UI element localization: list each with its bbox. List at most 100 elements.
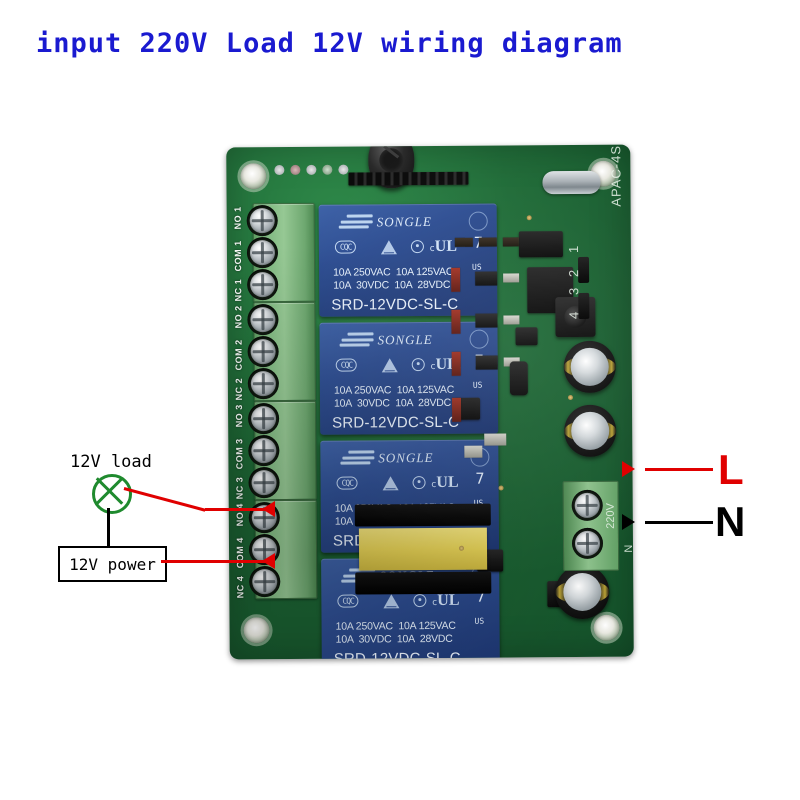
screw-terminal-nc2[interactable] [247, 368, 279, 400]
screw-terminal-com1[interactable] [246, 237, 279, 269]
smd-resistor-1 [454, 237, 473, 247]
terminal-label-com3: COM 3 [234, 438, 245, 470]
ul-mark-icon-3: cUL [412, 474, 459, 492]
terminal-label-no3: NO 3 [234, 404, 245, 428]
wire-power-to-com4 [161, 560, 273, 563]
relay-certs-4: CQC cUL [337, 592, 489, 617]
screw-terminal-com2[interactable] [247, 336, 279, 368]
neutral-label: N [715, 498, 746, 545]
ul-mark-icon-1: cUL [410, 238, 457, 256]
relay-brand-2: SONGLE [377, 331, 433, 348]
screw-terminal-no2[interactable] [247, 304, 279, 336]
jumper-label-3: 3 [565, 287, 582, 296]
relay-dot-icon-1 [468, 211, 488, 231]
relay-partnumber-2: SRD-12VDC-SL-C [332, 413, 460, 432]
screw-terminal-strip: NO 1 COM 1 NC 1 NO 2 COM 2 NC 2 NO 3 COM… [232, 202, 318, 600]
relay-board: APAC-4S NO 1 COM 1 NC 1 NO 2 COM 2 NC 2 … [226, 144, 634, 660]
relay-rating-line1-4: 10A 250VAC 10A 125VAC [335, 619, 456, 633]
transistor-3 [475, 355, 498, 370]
jumper-label-4: 4 [566, 311, 582, 320]
terminal-label-nc4: NC 4 [235, 575, 246, 599]
cqc-mark-icon-4: CQC [337, 594, 359, 608]
electrolytic-capacitor-2 [564, 404, 617, 458]
via-pad-1 [526, 215, 532, 221]
cqc-mark-icon-1: CQC [334, 240, 357, 254]
page-title: input 220V Load 12V wiring diagram [36, 28, 623, 59]
terminal-label-nc2: NC 2 [233, 377, 244, 401]
smd-cap-4 [484, 433, 507, 446]
terminal-label-nc1: NC 1 [233, 278, 244, 302]
jumper-label-1: 1 [565, 245, 581, 254]
diode-2 [451, 309, 461, 334]
screw-terminal-neutral[interactable] [571, 527, 604, 560]
via-pad-4 [459, 545, 465, 551]
via-pad-2 [567, 395, 573, 401]
cqc-mark-icon-2: CQC [335, 358, 358, 372]
jumper-label-2: 2 [565, 269, 581, 278]
terminal-label-com2: COM 2 [233, 339, 244, 371]
songle-logo-icon [338, 214, 373, 232]
power-label: 12V power [69, 554, 156, 574]
neutral-arrowhead [622, 514, 635, 530]
live-label: L [718, 446, 744, 493]
smd-resistor-2 [478, 237, 497, 247]
smd-cap-1 [503, 273, 520, 283]
screw-terminal-com3[interactable] [248, 435, 280, 467]
screw-terminal-nc3[interactable] [248, 467, 280, 499]
diode-3 [451, 351, 461, 376]
lamp-icon [92, 474, 132, 514]
tuv-triangle-icon-4 [383, 594, 400, 609]
wire-neutral [645, 521, 713, 524]
relay-rating-line1-1: 10A 250VAC 10A 125VAC [333, 265, 454, 279]
songle-logo-icon [340, 450, 375, 468]
transistor-to92 [509, 361, 528, 396]
screw-terminal-nc1[interactable] [247, 269, 279, 301]
transistor-2 [475, 313, 498, 328]
mounting-hole-bottom-right [593, 614, 620, 641]
relay-certs-2: CQC cUL [335, 356, 488, 381]
tuv-triangle-icon-3 [382, 476, 399, 491]
led-4 [322, 164, 333, 175]
wire-lamp-to-power [107, 508, 110, 548]
relay-brand-1: SONGLE [376, 213, 432, 230]
relay-ulfile-num-3: 7 [475, 469, 485, 488]
electrolytic-capacitor-1 [563, 340, 616, 394]
wire-power-arrowhead [262, 553, 275, 569]
terminal-label-com4: COM 4 [234, 537, 246, 569]
ac-label-220v: 220V [605, 502, 618, 529]
electrolytic-capacitor-3 [555, 564, 610, 620]
power-transformer [358, 527, 488, 571]
led-3 [306, 164, 317, 175]
wire-live [645, 468, 713, 471]
mounting-hole-bottom-left [243, 617, 270, 644]
terminal-label-nc3: NC 3 [234, 476, 245, 500]
live-arrowhead [622, 461, 635, 477]
screw-terminal-no3[interactable] [248, 403, 280, 435]
load-label: 12V load [70, 452, 152, 472]
relay-partnumber-4: SRD-12VDC-SL-C [333, 649, 461, 660]
terminal-label-no4: NO 4 [234, 503, 245, 527]
relay-module-1: SONGLE CQC cUL 7US 10A 250VAC 10A 125VAC… [318, 203, 498, 317]
silkscreen-model: APAC-4S [608, 144, 624, 207]
relay-certs-3: CQC cUL [336, 474, 489, 499]
relay-dot-icon-2 [469, 329, 489, 349]
transistor-1 [475, 271, 498, 286]
diode-4 [451, 397, 462, 422]
ic-small-1 [515, 327, 538, 346]
cqc-mark-icon-3: CQC [336, 476, 359, 490]
smd-resistor-3 [502, 237, 519, 247]
led-5 [338, 164, 349, 175]
ac-label-n: N [623, 544, 634, 553]
screw-terminal-live[interactable] [571, 489, 603, 522]
songle-logo-icon [339, 332, 374, 350]
relay-rating-line2-4: 10A 30VDC 10A 28VDC [335, 632, 453, 646]
relay-rating-line2-1: 10A 30VDC 10A 28VDC [333, 278, 451, 292]
relay-brand-3: SONGLE [378, 449, 434, 466]
screw-terminal-nc4[interactable] [249, 566, 281, 598]
wire-load-segment-a [123, 487, 206, 512]
terminal-label-com1: COM 1 [232, 240, 244, 272]
terminal-label-no2: NO 2 [233, 305, 244, 329]
screw-terminal-no1[interactable] [246, 205, 278, 237]
